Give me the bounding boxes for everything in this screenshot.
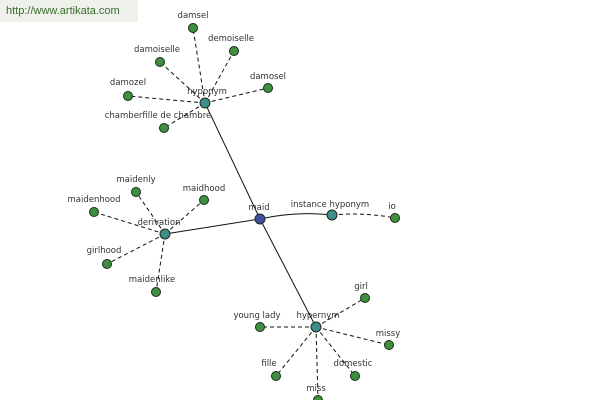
node-chamberfille[interactable] xyxy=(159,123,169,133)
label-maidhood: maidhood xyxy=(183,184,225,194)
node-maid[interactable] xyxy=(254,213,266,225)
label-demoiselle: demoiselle xyxy=(208,34,254,44)
edge-hypernym-miss xyxy=(315,326,319,400)
label-hyponym: hyponym xyxy=(187,87,227,97)
label-io: io xyxy=(388,202,396,212)
node-hyponym[interactable] xyxy=(199,97,211,109)
label-damoiselle: damoiselle xyxy=(134,45,180,55)
node-instance-hyponym[interactable] xyxy=(326,209,338,221)
label-damozel: damozel xyxy=(110,78,146,88)
label-girl: girl xyxy=(354,282,368,292)
edge-hypernym-fille xyxy=(275,326,317,377)
label-damsel: damsel xyxy=(178,11,209,21)
label-young-lady: young lady xyxy=(233,311,280,321)
edge-derivation-maidenlike xyxy=(155,233,166,293)
label-fille: fille xyxy=(261,359,276,369)
edge-hyponym-damoiselle xyxy=(159,61,206,104)
edge-derivation-maidenly xyxy=(135,191,166,235)
edge-derivation-maidenhood xyxy=(93,211,166,235)
node-fille[interactable] xyxy=(271,371,281,381)
label-maidenly: maidenly xyxy=(116,175,155,185)
edge-instance-hyponym-io xyxy=(331,213,396,219)
edge-hyponym-damsel xyxy=(192,27,206,104)
node-domestic[interactable] xyxy=(350,371,360,381)
graph-nodes xyxy=(89,23,400,400)
node-young-lady[interactable] xyxy=(255,322,265,332)
node-io[interactable] xyxy=(390,213,400,223)
node-damsel[interactable] xyxy=(188,23,198,33)
node-maidenly[interactable] xyxy=(131,187,141,197)
edge-hyponym-demoiselle xyxy=(204,50,235,104)
label-maidenlike: maidenlike xyxy=(129,275,175,285)
edge-maid-hypernym xyxy=(259,218,317,328)
edge-hyponym-chamberfille xyxy=(163,102,206,129)
label-derivation: derivation xyxy=(137,218,180,228)
edge-maid-derivation xyxy=(164,218,261,235)
edge-hypernym-girl xyxy=(315,297,366,328)
node-maidhood[interactable] xyxy=(199,195,209,205)
node-maidenhood[interactable] xyxy=(89,207,99,217)
node-maidenlike[interactable] xyxy=(151,287,161,297)
edge-maid-hyponym xyxy=(204,102,261,220)
label-miss: miss xyxy=(306,384,326,394)
label-domestic: domestic xyxy=(334,359,373,369)
node-demoiselle[interactable] xyxy=(229,46,239,56)
label-instance-hyponym: instance hyponym xyxy=(291,200,369,210)
node-damoiselle[interactable] xyxy=(155,57,165,67)
node-girl[interactable] xyxy=(360,293,370,303)
label-maidenhood: maidenhood xyxy=(67,195,120,205)
edge-hypernym-missy xyxy=(315,326,390,346)
edge-maid-instance-hyponym xyxy=(259,213,333,220)
edge-derivation-maidhood xyxy=(164,199,205,235)
label-maid: maid xyxy=(248,203,269,213)
label-chamberfille: chamberfille de chambre xyxy=(105,111,212,121)
node-damozel[interactable] xyxy=(123,91,133,101)
node-girlhood[interactable] xyxy=(102,259,112,269)
node-hypernym[interactable] xyxy=(310,321,322,333)
label-hypernym: hypernym xyxy=(296,311,339,321)
edge-hyponym-damosel xyxy=(204,87,269,104)
edge-derivation-girlhood xyxy=(106,233,166,265)
graph-labels: maid hyponym derivation instance hyponym hyp… xyxy=(67,11,400,394)
label-girlhood: girlhood xyxy=(87,246,122,256)
node-damosel[interactable] xyxy=(263,83,273,93)
graph-edges xyxy=(93,27,396,400)
edge-hyponym-damozel xyxy=(127,95,206,104)
watermark-url: http://www.artikata.com xyxy=(0,0,138,22)
label-missy: missy xyxy=(376,329,401,339)
node-miss[interactable] xyxy=(313,395,323,400)
node-derivation[interactable] xyxy=(159,228,171,240)
edge-hypernym-domestic xyxy=(315,326,356,377)
node-missy[interactable] xyxy=(384,340,394,350)
label-damosel: damosel xyxy=(250,72,286,82)
